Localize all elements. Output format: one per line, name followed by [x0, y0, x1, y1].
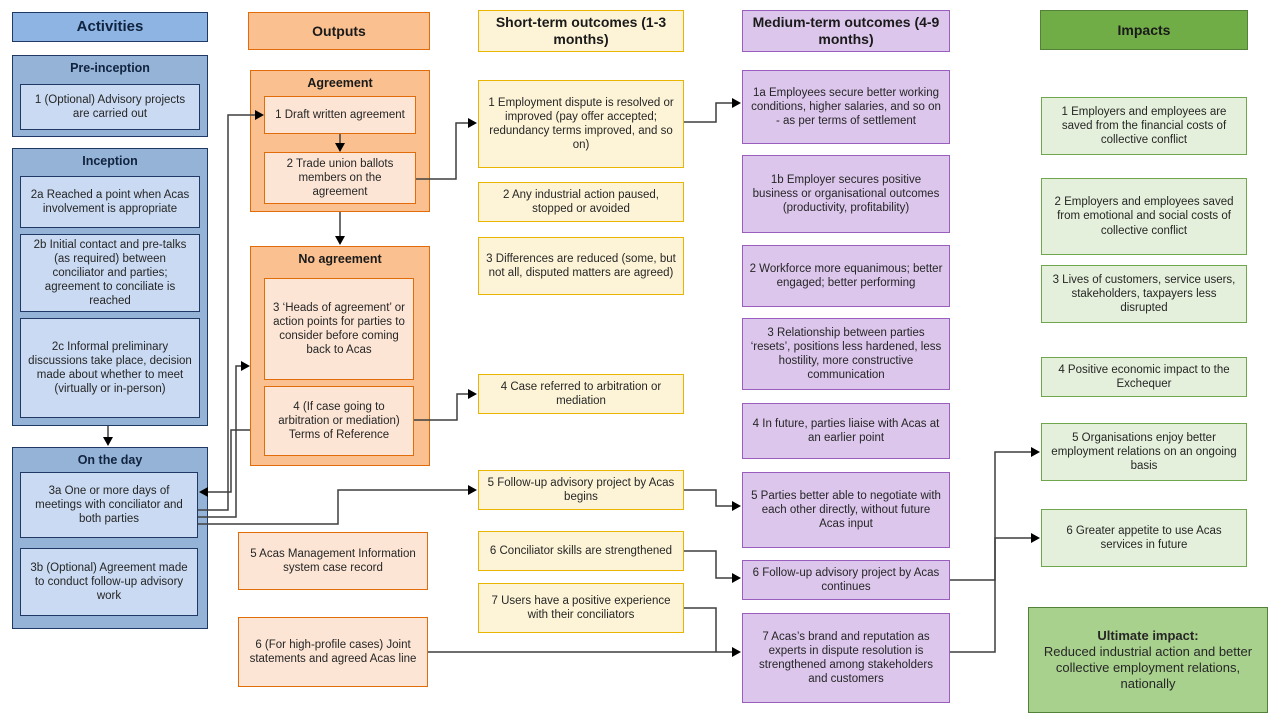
short-term-column-header: Short-term outcomes (1-3 months)	[478, 10, 684, 52]
outputs-column-header: Outputs	[248, 12, 430, 50]
short-term-box-4: 4 Case referred to arbitration or mediat…	[478, 374, 684, 414]
impact-box-2: 2 Employers and employees saved from emo…	[1041, 178, 1247, 255]
output-box-1: 1 Draft written agreement	[264, 96, 416, 134]
medium-term-box-2: 2 Workforce more equanimous; better enga…	[742, 245, 950, 307]
group-inception-title: Inception	[82, 154, 138, 168]
impact-box-1: 1 Employers and employees are saved from…	[1041, 97, 1247, 155]
connector-short7-to-medium7	[684, 607, 717, 652]
connector-medium6-to-impact5	[950, 447, 1040, 581]
group-on-the-day-title: On the day	[77, 453, 143, 467]
impact-box-5: 5 Organisations enjoy better employment …	[1041, 423, 1247, 481]
impact-box-6: 6 Greater appetite to use Acas services …	[1041, 509, 1247, 567]
connector-short6-to-medium6	[684, 550, 741, 583]
medium-term-box-1a: 1a Employees secure better working condi…	[742, 70, 950, 144]
short-term-box-5: 5 Follow-up advisory project by Acas beg…	[478, 470, 684, 510]
medium-term-box-4: 4 In future, parties liaise with Acas at…	[742, 403, 950, 459]
connector-3a-to-short5	[198, 485, 477, 525]
group-agreement-title: Agreement	[307, 76, 373, 90]
activity-box-2c: 2c Informal preliminary discussions take…	[20, 318, 200, 418]
connector-medium7-to-impact6	[950, 533, 1040, 653]
ultimate-impact-body: Reduced industrial action and better col…	[1043, 643, 1253, 692]
short-term-box-6: 6 Conciliator skills are strengthened	[478, 531, 684, 571]
activity-box-3a: 3a One or more days of meetings with con…	[20, 472, 198, 538]
activities-column-header: Activities	[12, 12, 208, 42]
activity-box-2a: 2a Reached a point when Acas involvement…	[20, 176, 200, 228]
short-term-box-2: 2 Any industrial action paused, stopped …	[478, 182, 684, 222]
medium-term-box-5: 5 Parties better able to negotiate with …	[742, 472, 950, 548]
output-box-2: 2 Trade union ballots members on the agr…	[264, 152, 416, 204]
short-term-box-7: 7 Users have a positive experience with …	[478, 583, 684, 633]
ultimate-impact-title: Ultimate impact:	[1097, 627, 1199, 643]
medium-term-box-6: 6 Follow-up advisory project by Acas con…	[742, 560, 950, 600]
medium-term-box-3: 3 Relationship between parties ‘resets’,…	[742, 318, 950, 390]
output-box-5: 5 Acas Management Information system cas…	[238, 532, 428, 590]
connector-no-agreement-to-3a	[199, 429, 250, 497]
group-no-agreement-title: No agreement	[298, 252, 382, 266]
connector-short5-to-medium5	[684, 489, 741, 511]
activity-box-3b: 3b (Optional) Agreement made to conduct …	[20, 548, 198, 616]
ultimate-impact-box: Ultimate impact: Reduced industrial acti…	[1028, 607, 1268, 713]
medium-term-box-1b: 1b Employer secures positive business or…	[742, 155, 950, 233]
output-box-6: 6 (For high-profile cases) Joint stateme…	[238, 617, 428, 687]
impact-box-4: 4 Positive economic impact to the Excheq…	[1041, 357, 1247, 397]
activity-box-2b: 2b Initial contact and pre-talks (as req…	[20, 234, 200, 312]
output-box-3: 3 ‘Heads of agreement’ or action points …	[264, 278, 414, 380]
short-term-box-1: 1 Employment dispute is resolved or impr…	[478, 80, 684, 168]
short-term-box-3: 3 Differences are reduced (some, but not…	[478, 237, 684, 295]
medium-term-column-header: Medium-term outcomes (4-9 months)	[742, 10, 950, 52]
medium-term-box-7: 7 Acas’s brand and reputation as experts…	[742, 613, 950, 703]
impact-box-3: 3 Lives of customers, service users, sta…	[1041, 265, 1247, 323]
connector-short1-to-medium1a	[684, 98, 741, 123]
impacts-column-header: Impacts	[1040, 10, 1248, 50]
activity-box-1: 1 (Optional) Advisory projects are carri…	[20, 84, 200, 130]
output-box-4: 4 (If case going to arbitration or media…	[264, 386, 414, 456]
group-pre-inception-title: Pre-inception	[70, 61, 150, 75]
